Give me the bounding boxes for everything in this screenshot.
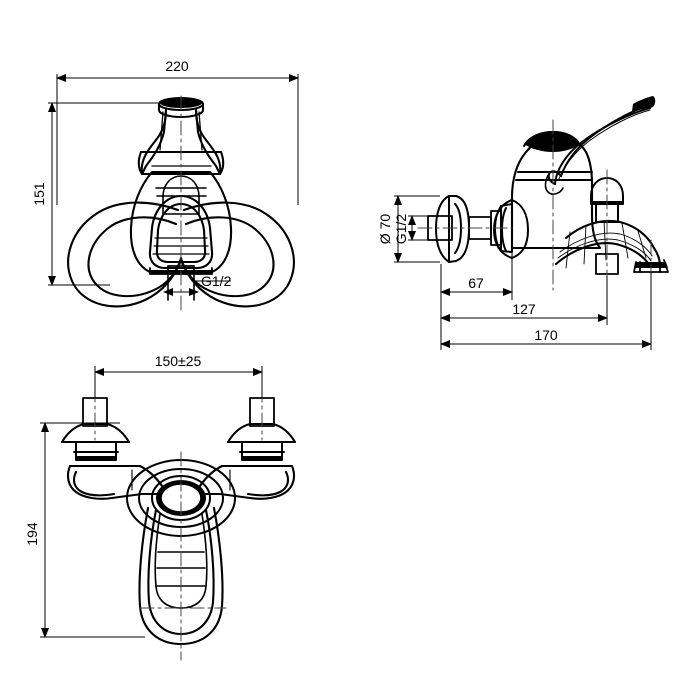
side-cartridge-bulge bbox=[493, 199, 529, 259]
dim-label-170: 170 bbox=[534, 327, 558, 343]
side-dome-cap-fill bbox=[524, 131, 580, 152]
side-view-dimensions bbox=[394, 195, 652, 350]
dim-label-194: 194 bbox=[24, 522, 40, 546]
dim-label-220: 220 bbox=[165, 58, 189, 74]
dim-label-g12-side: G1/2 bbox=[393, 214, 409, 245]
side-lever-tip-fill bbox=[632, 96, 656, 111]
front-body-outline bbox=[67, 201, 295, 308]
side-view-group bbox=[417, 96, 669, 291]
side-lever-inner-lines bbox=[558, 109, 651, 180]
front-lever-outline bbox=[148, 194, 214, 270]
top-view-dimensions bbox=[40, 366, 263, 638]
dim-label-g12-front: G1/2 bbox=[201, 273, 232, 289]
dim-label-151: 151 bbox=[31, 182, 47, 206]
top-left-escutcheon-band bbox=[76, 456, 116, 461]
dim-label-127: 127 bbox=[512, 301, 536, 317]
front-view-dimensions bbox=[48, 74, 299, 298]
top-right-escutcheon bbox=[227, 423, 296, 461]
side-lever-knuckle bbox=[544, 173, 564, 195]
front-upper-neck bbox=[137, 108, 225, 176]
side-centre-lines bbox=[417, 119, 652, 291]
top-right-escutcheon-band bbox=[242, 456, 282, 461]
dim-label-150-25: 150±25 bbox=[155, 353, 202, 369]
top-view-group bbox=[61, 387, 296, 661]
top-wing-detail bbox=[131, 469, 231, 491]
side-spout-hatch bbox=[557, 220, 653, 269]
dim-label-67: 67 bbox=[468, 275, 484, 291]
dim-label-d70: Ø 70 bbox=[377, 214, 393, 245]
